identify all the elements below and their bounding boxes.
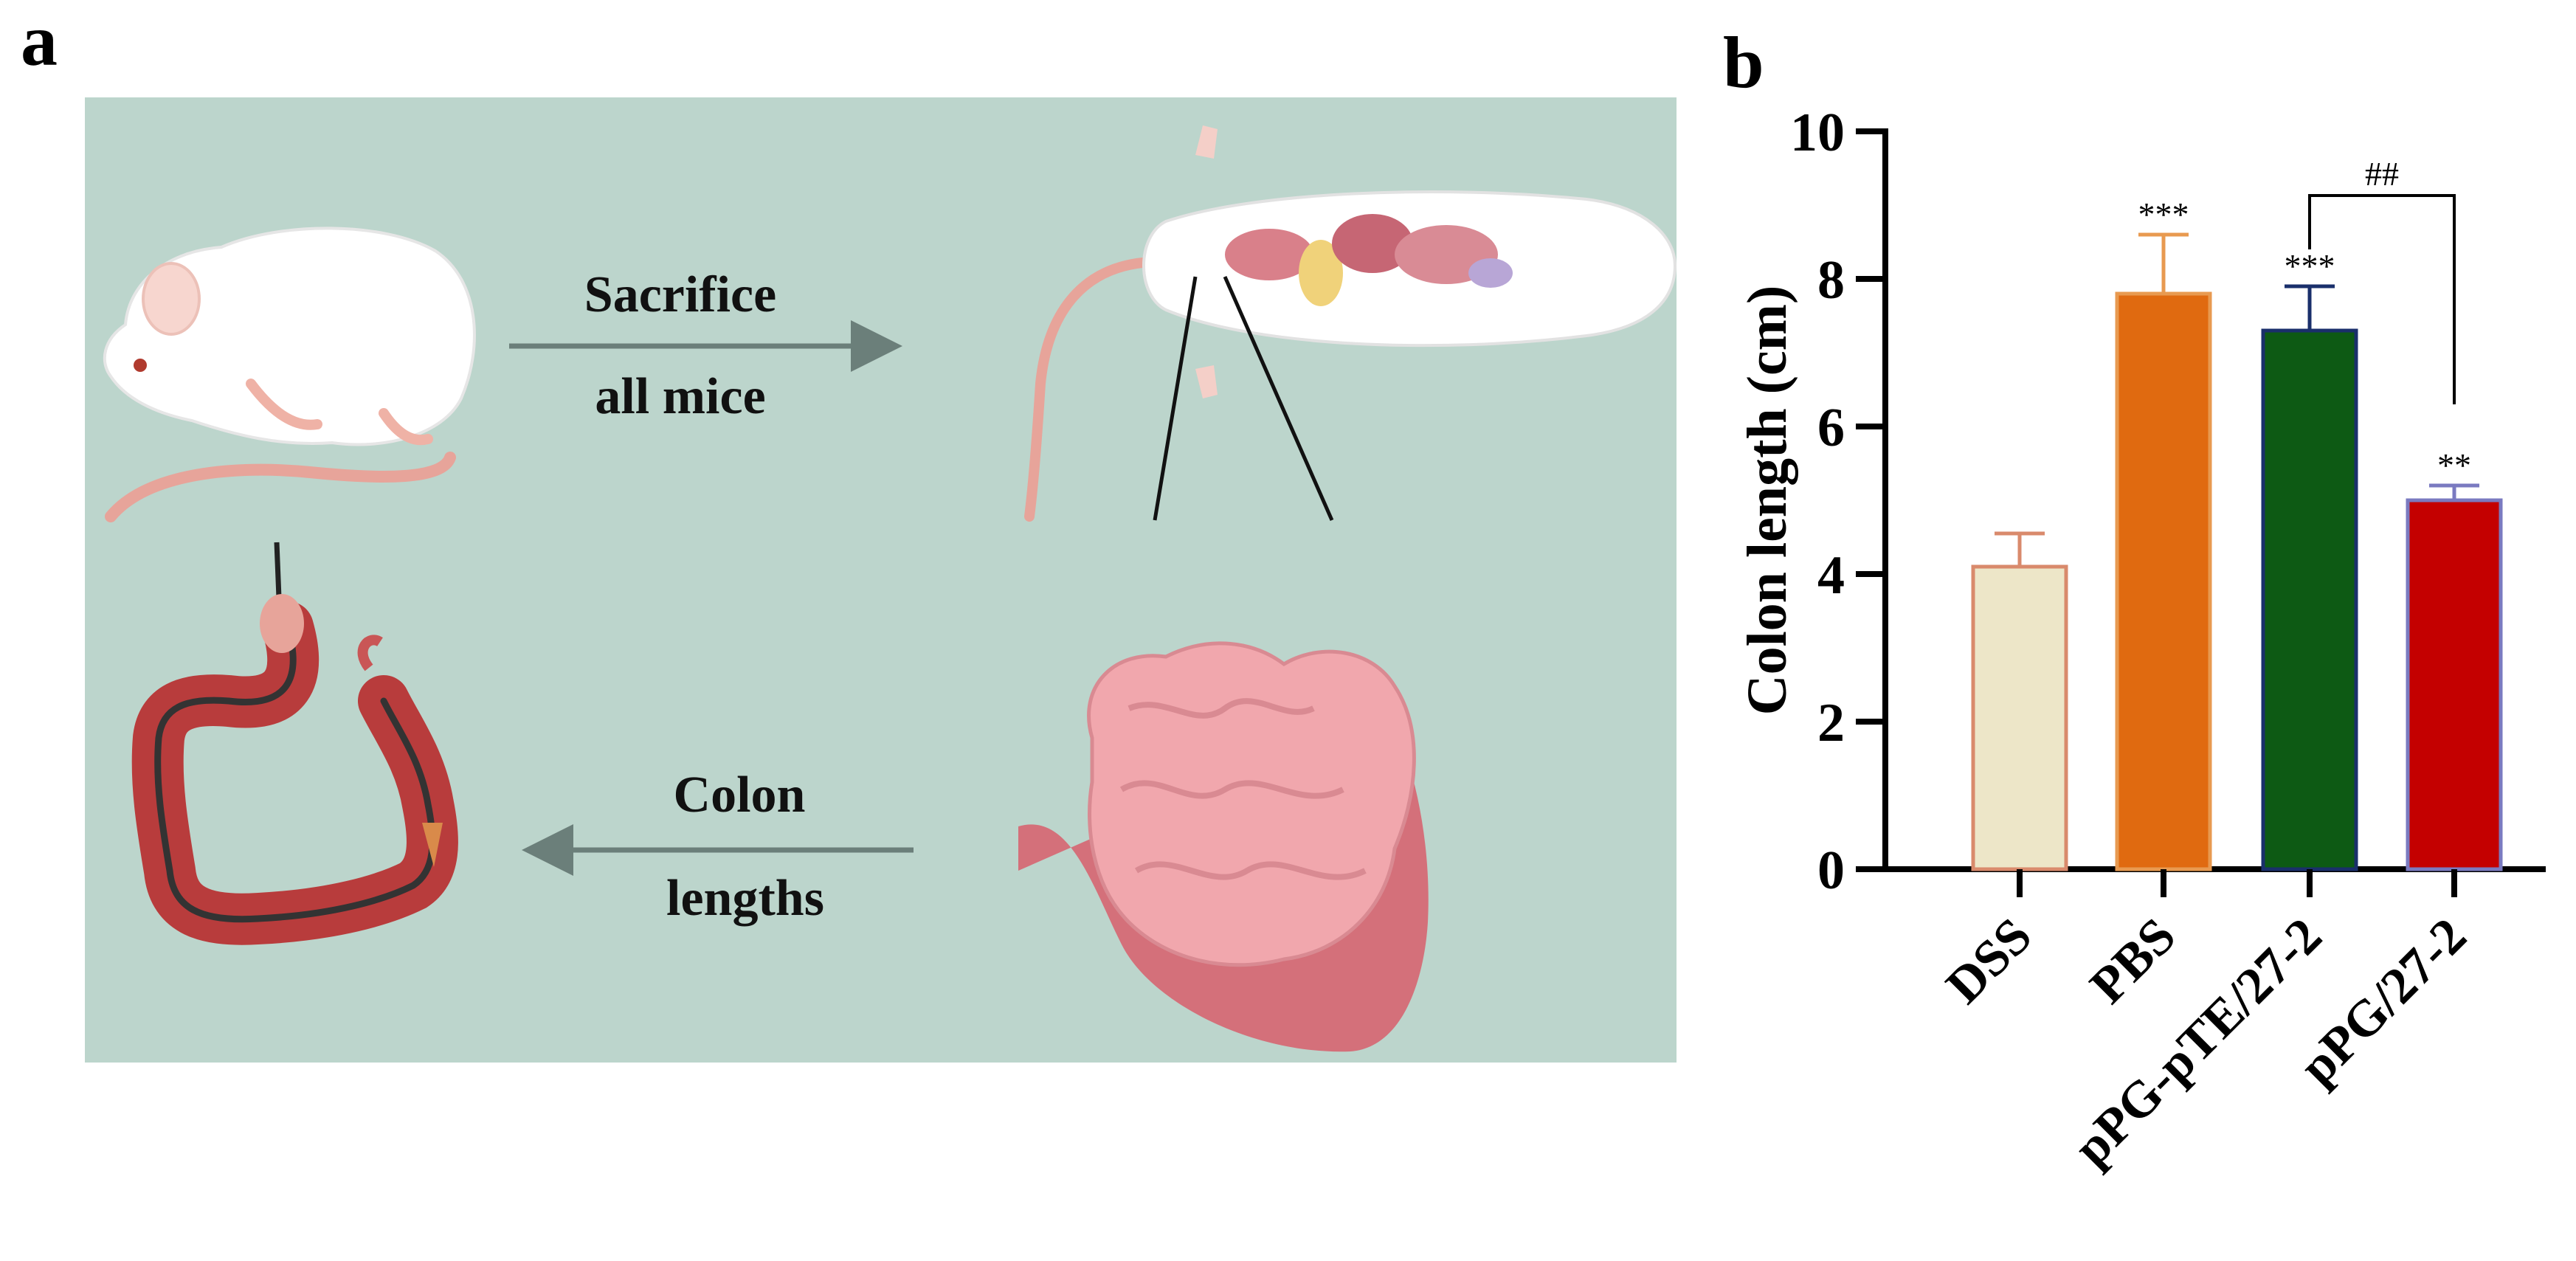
bar-pPG/27-2 (2406, 498, 2503, 871)
significance-PBS: *** (2138, 196, 2189, 233)
y-tick-label: 6 (1817, 398, 1845, 458)
comparison-label: ## (2365, 155, 2399, 193)
intestine-illustration (1018, 641, 1429, 1052)
bar-DSS (1971, 564, 2068, 871)
y-tick-label: 8 (1817, 250, 1845, 311)
y-tick-label: 10 (1790, 103, 1845, 163)
mouse-illustration (103, 227, 476, 522)
y-tick-label: 0 (1817, 840, 1845, 901)
significance-pPG/27-2: ** (2437, 446, 2471, 484)
step1-line2: all mice (595, 368, 765, 425)
bar-PBS (2115, 291, 2212, 871)
y-tick-label: 4 (1817, 545, 1845, 606)
colon-measurement-illustration (131, 542, 458, 945)
panel-a: a Sacrifice all mice (21, 0, 1677, 1063)
x-tick-label-DSS: DSS (1936, 908, 2043, 1015)
x-tick-label-pPG-pTE/27-2: pPG-pTE/27-2 (2063, 908, 2332, 1177)
y-tick-label: 2 (1817, 693, 1845, 753)
panel-a-letter: a (21, 0, 58, 81)
significance-pPG-pTE/27-2: *** (2285, 247, 2335, 285)
dissected-mouse-illustration (1024, 125, 1677, 522)
comparison-bracket (2308, 194, 2456, 404)
step2-line2: lengths (666, 870, 824, 927)
x-tick-label-PBS: PBS (2079, 908, 2186, 1015)
step2-line1: Colon (674, 767, 806, 823)
panel-b-letter: b (1723, 21, 1764, 103)
y-axis-title: Colon length (cm) (1736, 286, 1798, 716)
bar-pPG-pTE/27-2 (2261, 328, 2358, 871)
step1-line1: Sacrifice (584, 266, 776, 323)
